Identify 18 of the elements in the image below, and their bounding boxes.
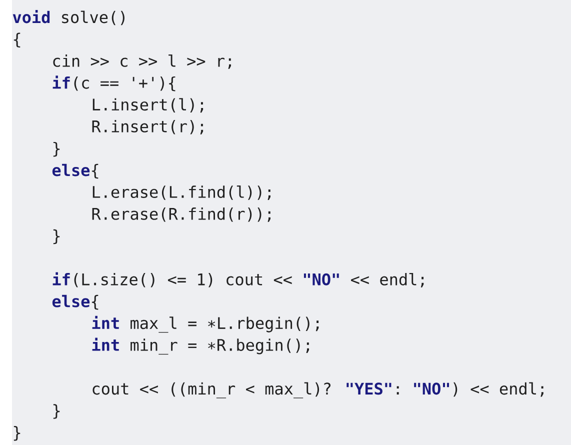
code-line: cout << ((min_r < max_l)? "YES": "NO") << endl; [92,382,544,398]
code-line: if(L.size() <= 1) cout << "NO" << endl; [52,272,424,288]
code-line: else{ [52,294,98,310]
code-line: cin >> c >> l >> r; [53,54,231,69]
code-line: R.erase(R.find(r)); [92,208,270,222]
code-line: } [14,426,20,441]
code-line: } [53,142,60,157]
code-line: } [53,229,60,244]
code-line: L.erase(L.find(l)); [92,186,270,200]
code-line: R.insert(r); [92,120,204,134]
code-line: int max_l = ∗L.rbegin(); [92,316,319,333]
code-line: { [14,32,20,48]
code-line: } [53,404,60,419]
code-line: int min_r = ∗R.begin(); [92,338,309,355]
code-line: if(c == '+'){ [52,76,176,92]
code-line: L.insert(l); [92,98,204,113]
code-line: else{ [52,164,98,179]
code-line: void solve() [12,10,124,26]
